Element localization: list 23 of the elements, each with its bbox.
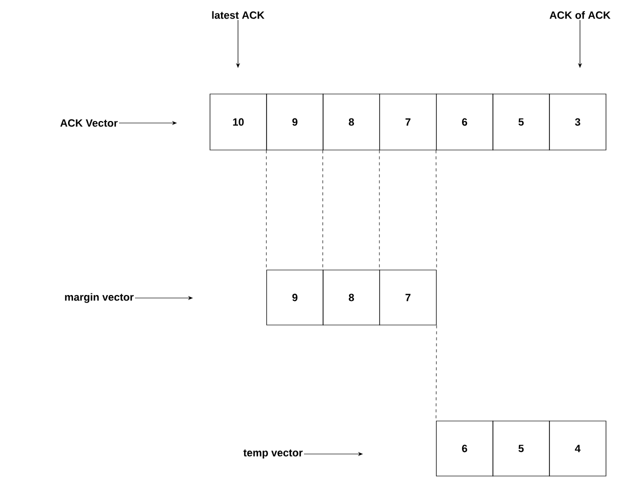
connector-line bbox=[379, 150, 380, 270]
connector-line bbox=[266, 150, 267, 270]
vector-cell: 6 bbox=[436, 94, 494, 150]
vector-cell: 4 bbox=[549, 420, 606, 476]
vector-cell: 5 bbox=[492, 420, 550, 476]
vector-cell: 9 bbox=[266, 94, 324, 150]
vector-cell: 7 bbox=[379, 270, 437, 326]
label-text: ACK Vector bbox=[60, 119, 118, 127]
vector-cell: 6 bbox=[436, 420, 494, 476]
label-text: temp vector bbox=[243, 450, 303, 458]
connector-line bbox=[436, 150, 437, 270]
connector-line bbox=[322, 150, 324, 270]
connector-line bbox=[436, 325, 437, 421]
vector-cell: 7 bbox=[379, 94, 437, 150]
vector-cell: 8 bbox=[322, 94, 380, 150]
label-text: margin vector bbox=[65, 293, 134, 303]
vector-cell: 5 bbox=[492, 94, 550, 150]
vector-cell: 3 bbox=[549, 94, 606, 150]
vector-cell: 10 bbox=[210, 94, 267, 150]
vector-cell: 9 bbox=[266, 270, 324, 326]
label-text: latest ACK bbox=[212, 11, 264, 19]
label-text: ACK of ACK bbox=[550, 11, 610, 19]
vector-cell: 8 bbox=[322, 270, 380, 326]
